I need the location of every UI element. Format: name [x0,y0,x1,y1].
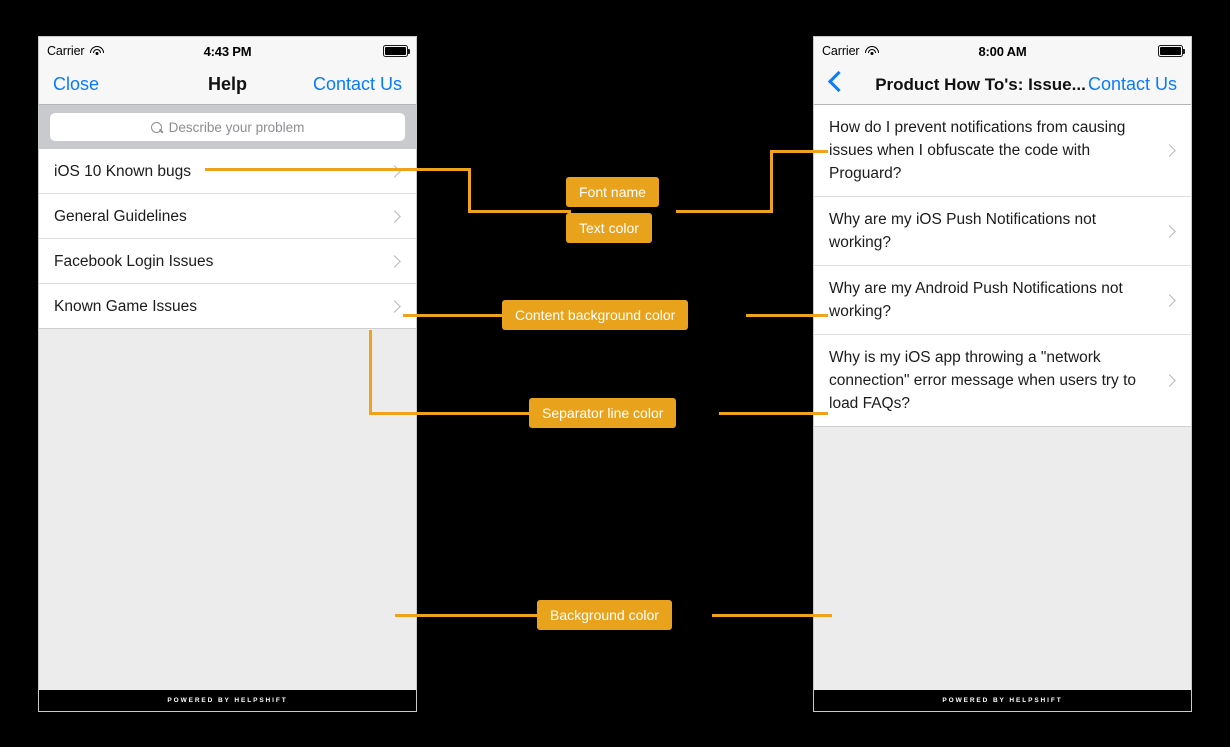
chevron-right-icon [388,254,401,268]
chevron-right-icon [388,164,401,178]
phone-left: Carrier 4:43 PM Close Help Contact Us De… [38,36,417,712]
powered-by-footer: POWERED BY HELPSHIFT [814,690,1191,711]
status-bar: Carrier 8:00 AM [814,37,1191,65]
carrier-label: Carrier [822,44,860,58]
close-button[interactable]: Close [53,74,100,94]
search-bar-container: Describe your problem [39,105,416,149]
faq-list: How do I prevent notifications from caus… [814,105,1191,427]
list-item[interactable]: Why is my iOS app throwing a "network co… [814,335,1191,427]
powered-by-label: POWERED BY HELPSHIFT [942,697,1063,704]
phone-right-screen: Carrier 8:00 AM Product How To's: Issue.… [814,37,1191,711]
list-item-label: How do I prevent notifications from caus… [829,119,1126,182]
leader-line-separator-right-h [719,412,828,415]
chevron-right-icon [388,299,401,313]
empty-background-area [814,427,1191,690]
contact-us-button[interactable]: Contact Us [312,74,402,94]
list-item[interactable]: iOS 10 Known bugs [39,149,416,194]
wifi-icon [89,45,104,57]
status-bar: Carrier 4:43 PM [39,37,416,65]
powered-by-label: POWERED BY HELPSHIFT [167,697,288,704]
list-item-label: iOS 10 Known bugs [54,162,192,180]
search-icon [150,121,162,133]
search-input[interactable]: Describe your problem [50,113,405,141]
battery-full-icon [1158,45,1185,57]
chevron-right-icon [1163,293,1176,307]
list-item-label: Why are my iOS Push Notifications not wo… [829,211,1097,251]
status-bar-time: 8:00 AM [978,43,1027,59]
back-chevron-icon [828,69,844,95]
chevron-right-icon [1163,374,1176,387]
phone-right: Carrier 8:00 AM Product How To's: Issue.… [813,36,1192,712]
status-bar-right [383,45,410,57]
status-bar-right [1158,45,1185,57]
list-item-label: Known Game Issues [54,297,198,315]
wifi-icon [864,45,879,57]
nav-bar: Close Help Contact Us [39,65,416,105]
list-item[interactable]: How do I prevent notifications from caus… [814,105,1191,197]
leader-line-font-name-right-h1 [676,210,773,213]
search-placeholder: Describe your problem [168,119,305,135]
list-item[interactable]: Known Game Issues [39,284,416,329]
annotation-badge-font-name[interactable]: Font name [566,177,659,207]
back-button[interactable] [828,69,844,100]
list-item[interactable]: Facebook Login Issues [39,239,416,284]
faq-section-list: iOS 10 Known bugs General Guidelines Fac… [39,149,416,329]
leader-line-font-name-right-v [770,150,773,213]
list-item[interactable]: Why are my iOS Push Notifications not wo… [814,197,1191,266]
chevron-right-icon [388,209,401,223]
annotation-badge-separator-line-color[interactable]: Separator line color [529,398,677,428]
list-item-label: Why is my iOS app throwing a "network co… [829,349,1137,412]
leader-line-font-name-left-h2 [468,210,571,213]
leader-line-content-bg-left [403,314,503,317]
leader-line-font-name-left-v [468,168,471,213]
carrier-label: Carrier [47,44,85,58]
annotation-badge-background-color[interactable]: Background color [537,600,672,630]
status-bar-time: 4:43 PM [203,43,252,59]
annotation-badge-content-background-color[interactable]: Content background color [502,300,689,330]
list-item-label: Facebook Login Issues [54,252,214,270]
powered-by-footer: POWERED BY HELPSHIFT [39,690,416,711]
annotation-badge-text-color[interactable]: Text color [566,213,652,243]
status-bar-left: Carrier [47,44,104,58]
nav-bar: Product How To's: Issue... Contact Us [814,65,1191,105]
contact-us-button[interactable]: Contact Us [1087,74,1177,94]
page-title: Product How To's: Issue... [875,74,1086,94]
list-item-label: Why are my Android Push Notifications no… [829,280,1123,320]
list-item[interactable]: Why are my Android Push Notifications no… [814,266,1191,335]
empty-background-area [39,329,416,690]
battery-full-icon [383,45,410,57]
chevron-right-icon [1163,144,1176,157]
list-item[interactable]: General Guidelines [39,194,416,239]
phone-left-screen: Carrier 4:43 PM Close Help Contact Us De… [39,37,416,711]
status-bar-left: Carrier [822,44,879,58]
chevron-right-icon [1163,224,1176,238]
list-item-label: General Guidelines [54,207,187,225]
